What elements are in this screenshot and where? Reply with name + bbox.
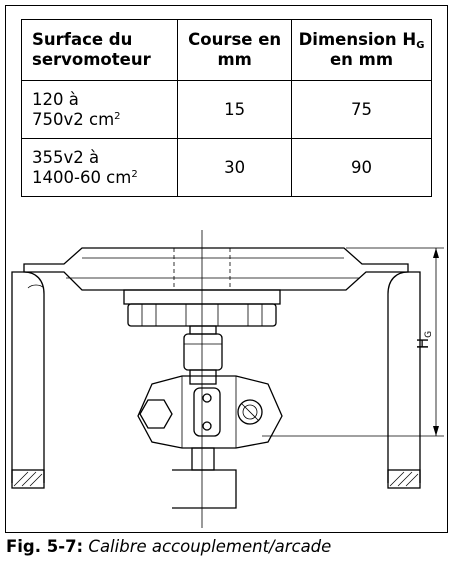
cell-surface: 355v2 à 1400-60 cm2 <box>20 138 179 197</box>
table-row: 120 à 750v2 cm2 15 75 <box>20 80 432 139</box>
header-dimension-sub: G <box>416 40 425 51</box>
header-course-line1: Course en <box>188 30 282 49</box>
technical-drawing: HG <box>11 230 444 528</box>
yoke-right-arm <box>387 271 421 483</box>
cell-surface-line2: 1400-60 cm2 <box>32 168 177 188</box>
header-dimension: Dimension HG en mm <box>291 19 432 81</box>
header-dimension-line2: en mm <box>329 50 394 69</box>
spec-table: Surface du servomoteur Course en mm Dime… <box>20 19 432 197</box>
caption-text: Calibre accouplement/arcade <box>88 537 332 556</box>
header-dimension-prefix: Dimension H <box>298 30 417 49</box>
header-surface: Surface du servomoteur <box>20 19 179 81</box>
header-course: Course en mm <box>177 19 293 81</box>
figure-caption: Fig. 5-7: Calibre accouplement/arcade <box>6 537 331 557</box>
cell-course: 30 <box>177 138 293 197</box>
header-dimension-line1: Dimension HG <box>292 30 431 51</box>
cell-course: 15 <box>177 80 293 139</box>
cell-surface-value: 750v2 cm <box>32 109 115 129</box>
cell-surface-line1: 120 à <box>32 89 79 109</box>
stem-upper <box>183 333 223 371</box>
table-header-row: Surface du servomoteur Course en mm Dime… <box>20 19 432 81</box>
caption-label: Fig. 5-7: <box>6 537 84 556</box>
header-course-line2: mm <box>217 50 252 69</box>
cell-surface-sup: 2 <box>114 110 121 122</box>
cell-surface-sup: 2 <box>131 168 138 180</box>
cell-surface-value: 1400-60 cm <box>32 167 132 187</box>
stem-collar <box>189 325 217 335</box>
arm-base-left <box>11 469 45 489</box>
hex-bolt <box>139 399 173 429</box>
stem-neck <box>189 369 217 385</box>
figure-frame <box>5 5 448 533</box>
table-row: 355v2 à 1400-60 cm2 30 90 <box>20 138 432 197</box>
arm-base-right <box>387 469 421 489</box>
header-surface-line2: servomoteur <box>32 50 151 69</box>
yoke-left-arm <box>11 271 45 483</box>
cell-surface-line1: 355v2 à <box>32 147 100 167</box>
valve-stem-base <box>172 469 237 509</box>
dimension-label: HG <box>414 331 434 349</box>
clamp-center <box>193 387 221 437</box>
lower-stem <box>191 447 215 471</box>
yoke-head <box>23 247 409 291</box>
stem-clamp <box>137 375 283 449</box>
cell-dimension: 90 <box>291 138 432 197</box>
cell-dimension: 75 <box>291 80 432 139</box>
round-screw <box>237 399 263 425</box>
cell-surface-line2: 750v2 cm2 <box>32 110 177 130</box>
cell-surface: 120 à 750v2 cm2 <box>20 80 179 139</box>
header-surface-line1: Surface du <box>32 30 133 49</box>
